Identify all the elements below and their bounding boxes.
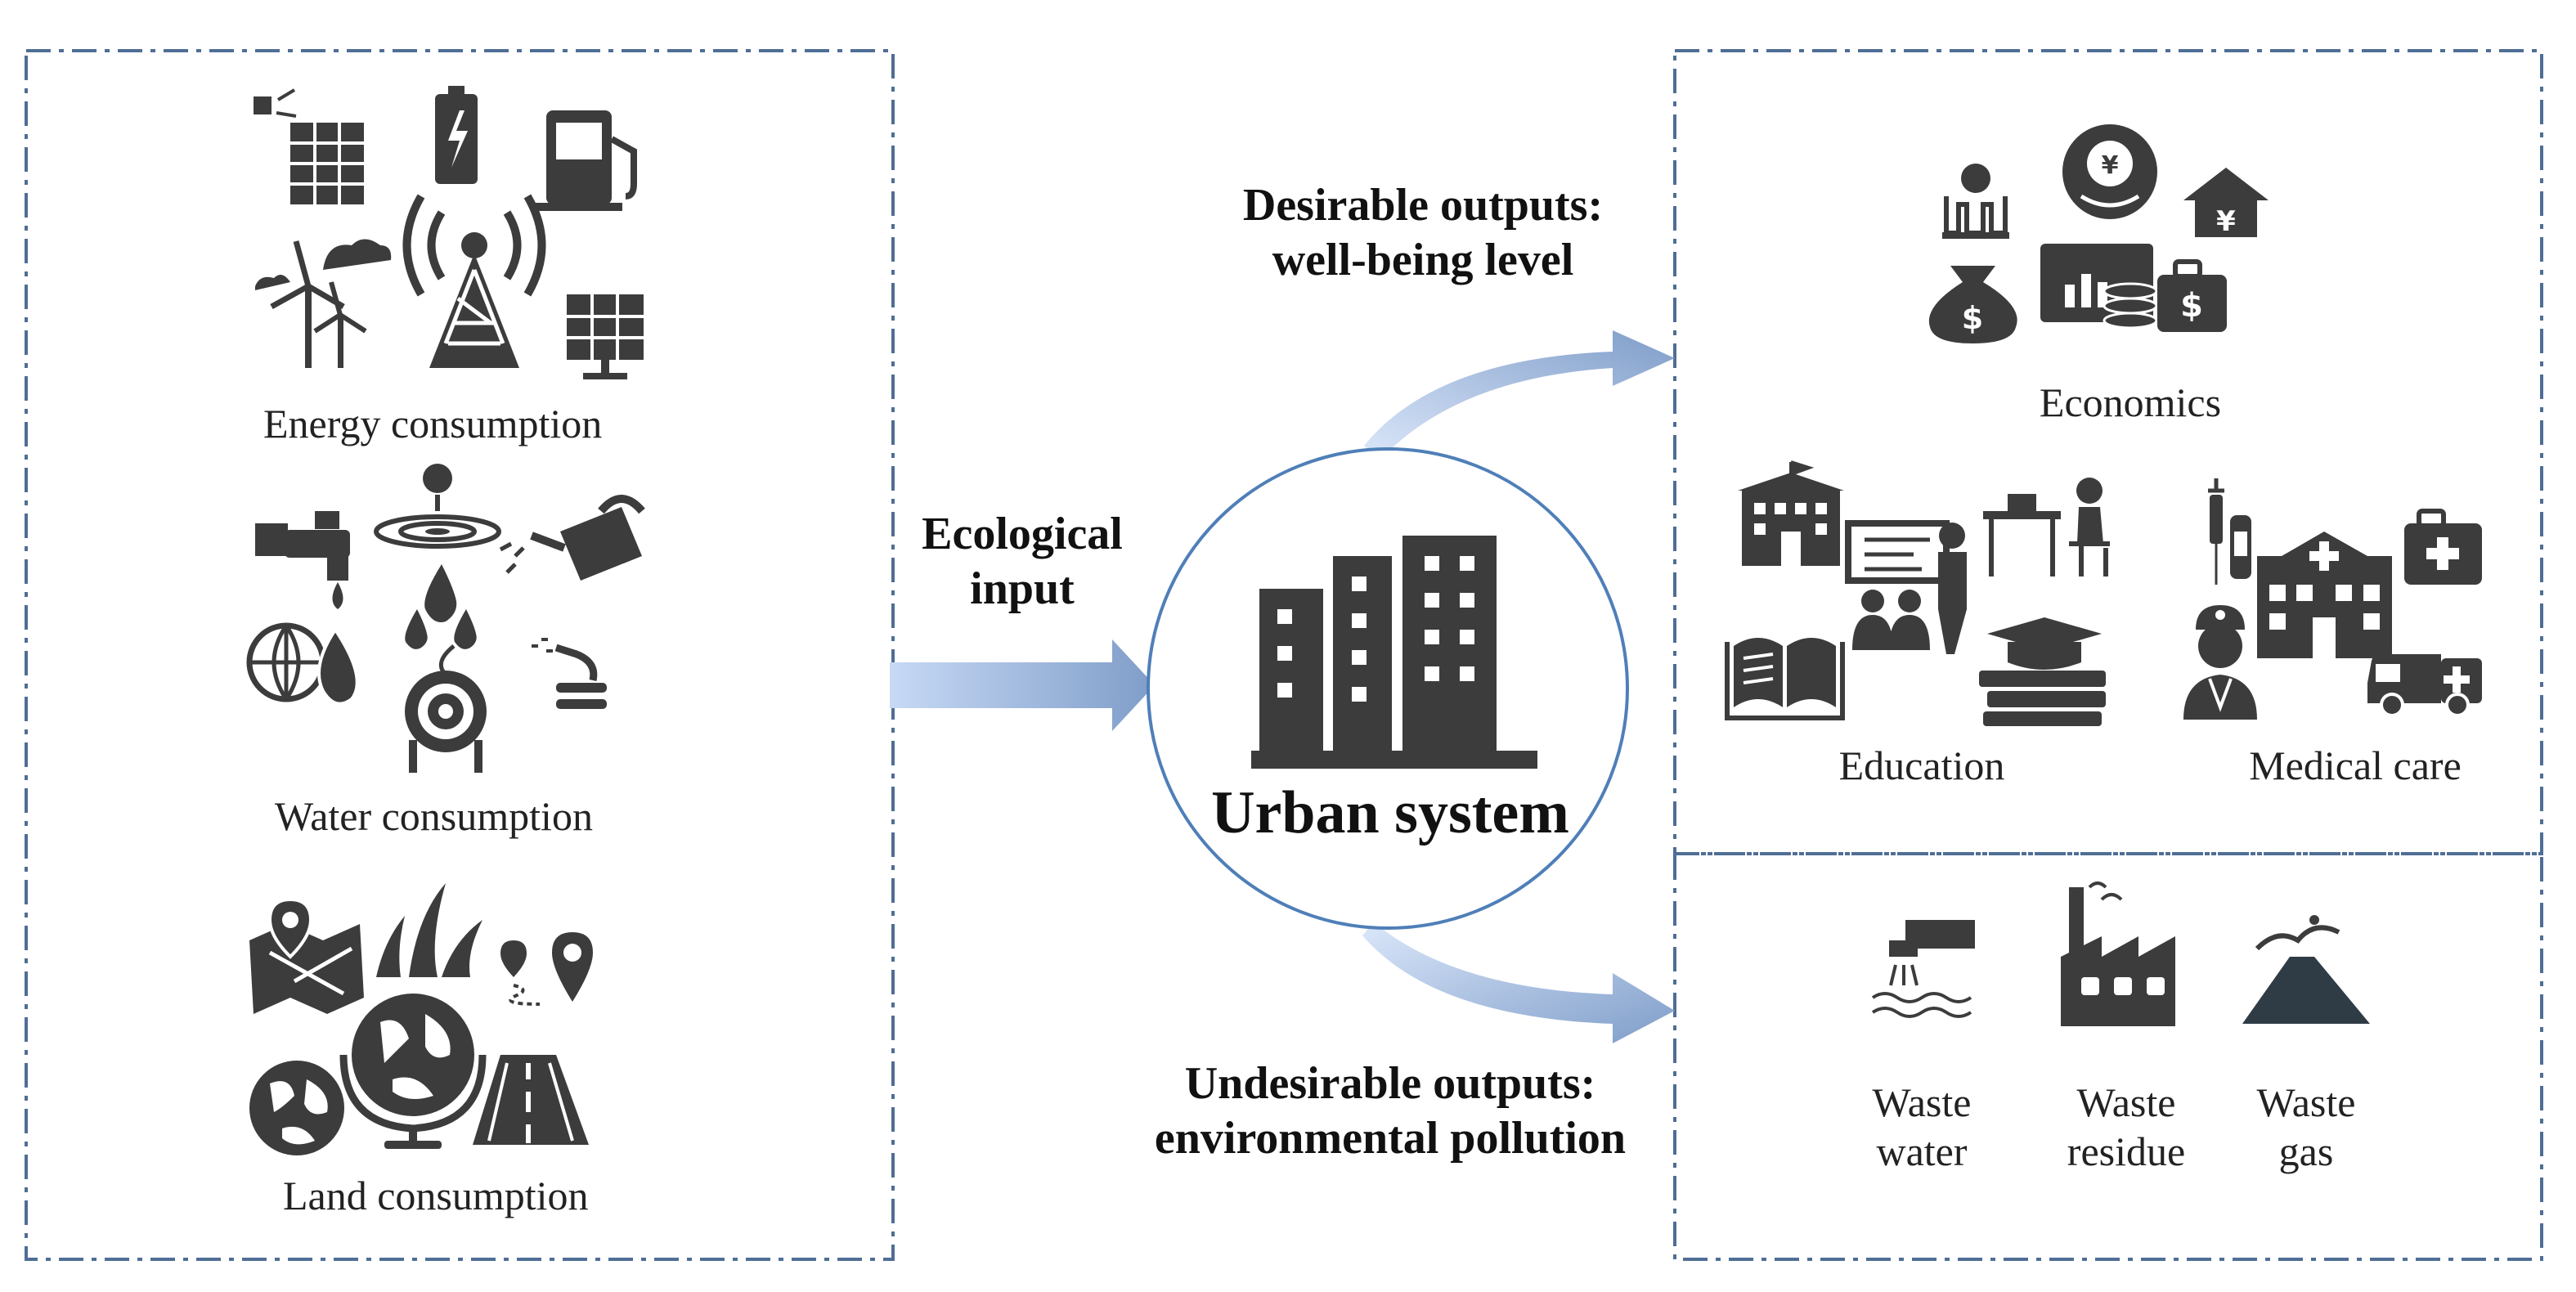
waste-water-line2: water (1876, 1128, 1968, 1174)
city-buildings-icon (1251, 536, 1537, 769)
education-label: Education (1838, 742, 2005, 788)
water-drops-icon (405, 564, 477, 649)
water-consumption-label: Water consumption (275, 793, 593, 839)
hose-reel-icon (405, 644, 487, 773)
syringe-icon (2208, 478, 2251, 585)
globe-drop-icon (246, 622, 359, 706)
undesirable-output-arrow (1362, 922, 1675, 1043)
undesirable-outputs-line1: Undesirable outputs: (1184, 1058, 1596, 1109)
ambulance-icon (2367, 654, 2482, 717)
waste-gas-line1: Waste (2256, 1079, 2356, 1125)
house-yen-icon: ¥ (2183, 168, 2269, 238)
grass-icon (376, 883, 482, 977)
sprinkler-icon (532, 638, 607, 709)
desirable-outputs-label: Desirable outputs: well-being level (1210, 178, 1636, 288)
school-icon (1738, 460, 1844, 566)
desirable-output-arrow (1364, 330, 1675, 460)
volcano-icon (2242, 915, 2370, 1024)
small-solar-panel-icon (567, 294, 644, 379)
economics-label: Economics (2039, 379, 2222, 425)
desirable-outputs-line1: Desirable outputs: (1242, 180, 1604, 231)
money-bag-icon: $ (1928, 266, 2017, 343)
svg-text:$: $ (2180, 287, 2203, 325)
building-windows (1277, 556, 1474, 702)
first-aid-icon (2404, 509, 2482, 585)
earth-icon (249, 1061, 344, 1155)
money-hand-icon: ¥ (2062, 124, 2157, 219)
waste-water-line1: Waste (1872, 1079, 1972, 1125)
faucet-icon (255, 511, 350, 609)
medical-care-label: Medical care (2249, 742, 2462, 788)
graduation-books-icon (1979, 617, 2106, 726)
ecological-input-line2: input (970, 563, 1075, 615)
undesirable-outputs-line2: environmental pollution (1154, 1113, 1627, 1164)
svg-text:¥: ¥ (2216, 205, 2236, 238)
svg-text:$: $ (1962, 300, 1983, 336)
waste-gas-line2: gas (2278, 1128, 2334, 1174)
road-icon (473, 1055, 589, 1145)
book-icon (1725, 638, 1845, 720)
radio-tower-icon (402, 194, 546, 368)
waste-residue-line1: Waste (2076, 1079, 2176, 1125)
undesirable-panel (1673, 852, 2543, 1261)
waste-gas-label: Waste gas (2224, 1078, 2388, 1176)
undesirable-outputs-label: Undesirable outputs: environmental pollu… (1112, 1056, 1668, 1166)
dollar-case-icon: $ (2157, 259, 2227, 332)
watering-can-icon (499, 495, 645, 581)
land-consumption-label: Land consumption (283, 1173, 589, 1218)
waste-residue-label: Waste residue (2032, 1078, 2220, 1176)
solar-panel-icon (254, 88, 364, 204)
ecological-input-line1: Ecological (922, 509, 1123, 559)
factory-icon (2061, 882, 2175, 1026)
ecological-input-arrow (890, 639, 1155, 731)
desirable-outputs-line2: well-being level (1272, 235, 1574, 286)
hospital-icon (2257, 532, 2392, 658)
waste-water-icon (1871, 920, 1975, 1018)
ecological-input-label: Ecological input (891, 507, 1153, 617)
fuel-pump-icon (536, 110, 637, 211)
energy-consumption-label: Energy consumption (263, 401, 603, 446)
map-pin-icon (249, 897, 364, 1014)
wind-turbine-icon (255, 239, 392, 368)
urban-system-label: Urban system (1211, 779, 1569, 846)
inputs-panel (25, 49, 895, 1261)
water-ripple-icon (374, 464, 501, 549)
doctor-icon (2183, 605, 2257, 720)
route-icon (500, 932, 593, 1006)
waste-residue-line2: residue (2067, 1128, 2186, 1174)
battery-icon (435, 86, 478, 184)
classroom-icon (1845, 520, 1967, 654)
svg-text:¥: ¥ (2102, 151, 2119, 180)
desirable-panel (1673, 49, 2543, 855)
waste-water-label: Waste water (1840, 1078, 2004, 1176)
student-desk-icon (1983, 478, 2110, 576)
money-building-icon (1942, 164, 2009, 239)
chart-coins-icon (2040, 244, 2158, 330)
globe-stand-icon (339, 994, 487, 1149)
